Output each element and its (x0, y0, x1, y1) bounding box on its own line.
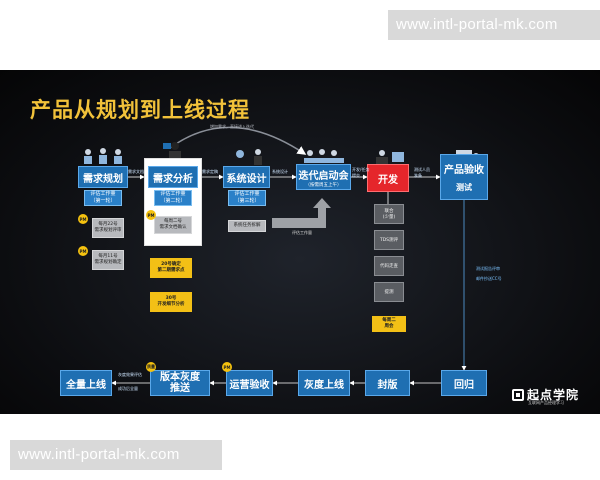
test-review-note: 测试报告评审 (476, 266, 500, 271)
team-icon-plan (84, 148, 122, 164)
link-analysis-design: 需求定稿 (202, 169, 218, 174)
stage-label: 需求分析 (153, 173, 193, 185)
pm-badge: PM (146, 210, 156, 220)
analysis-doc-confirm-note: 每周二号 需求文档确认 (154, 216, 192, 234)
logo-icon (512, 388, 524, 401)
stage-gray-launch: 灰度上线 (298, 370, 350, 396)
full-link-2: 成功后全量 (118, 386, 138, 391)
stage-development: 开发 (367, 164, 409, 192)
dev-task-joint: 联合 (少量) (374, 204, 404, 224)
analysis-estimate-doc: 评估工作量 （第二轮） (154, 190, 192, 206)
stage-label: 需求规划 (83, 173, 123, 185)
brand-logo: 起点学院 (512, 386, 579, 403)
meeting-icon (304, 149, 344, 163)
dev-weekly-meeting: 每周二 周会 (372, 316, 406, 332)
stage-sublabel: 测试 (456, 183, 472, 192)
process-slide: 产品从规划到上线过程 增加需求，直接进入迭代 需求规划 评估工作量 （第一轮） … (0, 70, 600, 414)
dev-task-tds: TDS测评 (374, 230, 404, 250)
day20-note: 20号确定 第二期需求点 (150, 258, 192, 278)
developer-icon (376, 150, 404, 165)
day30-note: 30号 开发细节分析 (150, 292, 192, 312)
dev-task-review: 代码走查 (374, 256, 404, 276)
pm-badge: PM (78, 246, 88, 256)
stage-requirement-planning: 需求规划 (78, 166, 128, 188)
plan-review-note: 每月22号 需求规划评审 (92, 218, 124, 238)
stage-full-launch: 全量上线 (60, 370, 112, 396)
analyst-icon (163, 142, 181, 162)
stage-label: 系统设计 (226, 173, 267, 185)
stage-product-acceptance: 产品验收 测试 (440, 154, 488, 200)
link-dev-accept: 测试人员 准备 (414, 167, 430, 178)
watermark-top: www.intl-portal-mk.com (388, 10, 600, 40)
dev-task-submit: 提测 (374, 282, 404, 302)
stage-label: 迭代启动会 (298, 170, 349, 182)
link-plan-analysis: 需求文档 (128, 169, 144, 174)
design-estimate-doc: 评估工作量 （第三轮） (228, 190, 266, 206)
plan-estimate-doc: 评估工作量 （第一轮） (84, 190, 122, 206)
logo-text: 起点学院 (527, 388, 580, 402)
pm-badge: PM (222, 362, 232, 372)
gray-arrow-label: 评估工作量 (292, 230, 312, 235)
slide-title: 产品从规划到上线过程 (30, 98, 250, 122)
design-task-breakdown: 系统任务拆解 (228, 220, 266, 232)
stage-regression: 回归 (441, 370, 487, 396)
stage-label: 产品验收 (444, 165, 484, 176)
cc-note: 邮件抄送CC号 (476, 276, 502, 281)
stage-version-push: 版本灰度 推送 (150, 370, 210, 396)
watermark-bottom: www.intl-portal-mk.com (10, 440, 222, 470)
stage-ops-acceptance: 运营验收 (226, 370, 273, 396)
link-kickoff-dev: 开发/任务 提交 (352, 167, 370, 178)
full-link-1: 灰度效果评估 (118, 372, 142, 377)
stage-requirement-analysis: 需求分析 (148, 166, 198, 188)
stage-system-design: 系统设计 (223, 166, 270, 188)
connector-lines (111, 126, 467, 386)
link-design-kickoff: 系统设计 (272, 169, 288, 174)
stage-label: 开发 (378, 174, 398, 186)
gray-badge: 质量 (146, 362, 156, 372)
stage-seal: 封版 (365, 370, 410, 396)
arc-label: 增加需求，直接进入迭代 (210, 124, 254, 129)
stage-sublabel: （按需周五上午） (305, 182, 342, 188)
plan-confirm-note: 每月11号 需求规划确定 (92, 250, 124, 270)
design-icon (236, 149, 262, 165)
stage-iteration-kickoff: 迭代启动会 （按需周五上午） (296, 164, 351, 190)
pm-badge: PM (78, 214, 88, 224)
logo-subtitle: 互联网产品经理学习 (528, 400, 564, 405)
